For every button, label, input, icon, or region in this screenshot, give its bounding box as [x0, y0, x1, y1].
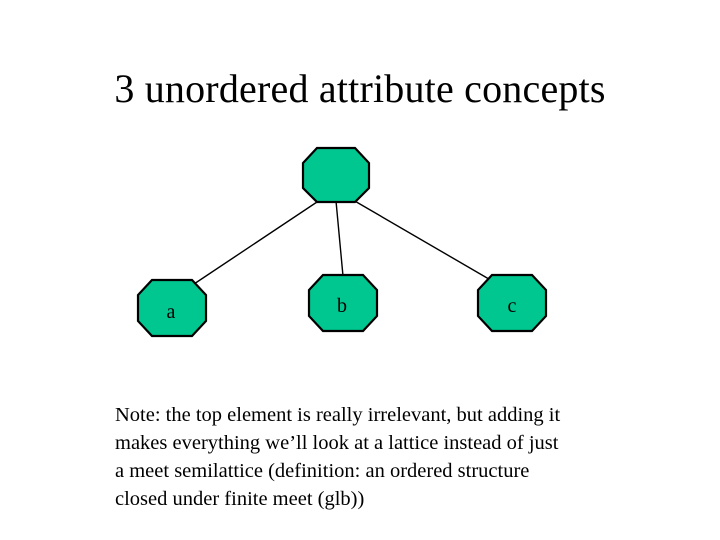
- node-c-label: c: [508, 295, 517, 317]
- page-title: 3 unordered attribute concepts: [114, 66, 606, 111]
- note-line-2: makes everything we’ll look at a lattice…: [115, 432, 559, 454]
- node-a[interactable]: a: [136, 278, 208, 338]
- edge-top-c: [352, 199, 495, 283]
- octagon-c-shape: [476, 273, 548, 333]
- edge-top-b: [335, 200, 344, 277]
- node-c[interactable]: c: [476, 273, 548, 333]
- note-text: Note: the top element is really irreleva…: [115, 401, 675, 513]
- octagon-top-shape: [301, 146, 371, 204]
- node-a-label: a: [167, 301, 176, 323]
- note-line-4: closed under finite meet (glb)): [115, 488, 365, 510]
- node-top[interactable]: [301, 146, 371, 204]
- octagon-a-shape: [136, 278, 208, 338]
- note-line-1: Note: the top element is really irreleva…: [115, 404, 561, 426]
- diagram-edges: [190, 199, 495, 287]
- node-b-label: b: [337, 295, 347, 317]
- note-line-3: a meet semilattice (definition: an order…: [115, 460, 530, 482]
- edge-top-a: [190, 199, 321, 287]
- node-b[interactable]: b: [307, 273, 379, 333]
- diagram-nodes: a b c: [136, 146, 548, 338]
- octagon-b-shape: [307, 273, 379, 333]
